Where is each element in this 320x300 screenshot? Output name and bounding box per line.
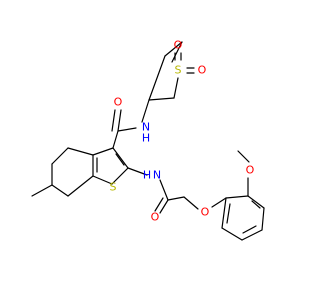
bond [164, 41, 183, 57]
double-bond [251, 200, 261, 209]
chemical-structure-diagram: S O O N H O N H S O O O [31, 39, 265, 241]
bond [112, 147, 129, 169]
atom-label-h-acetamide: H [143, 169, 151, 182]
bond [31, 184, 53, 197]
bond [92, 147, 114, 156]
atom-label-s-thiophene: S [110, 181, 117, 194]
atom-label-o-carboxamide: O [114, 96, 123, 109]
bond [51, 184, 69, 197]
bond [211, 197, 227, 208]
bond [241, 229, 263, 241]
bond [112, 130, 119, 149]
double-bond [111, 109, 116, 132]
bond [92, 175, 113, 185]
double-bond [117, 109, 122, 132]
double-bond [115, 153, 125, 166]
bond [117, 127, 137, 132]
bond [221, 227, 243, 241]
bond [221, 197, 227, 229]
atom-label-o-ether: O [201, 206, 210, 219]
double-bond [159, 199, 169, 214]
atom-label-n-acetamide: N [153, 169, 161, 182]
atom-label-s-sulfone: S [175, 64, 182, 77]
bond [141, 99, 150, 123]
bond [247, 195, 265, 209]
bond [159, 179, 169, 201]
atom-label-o-sulfone-top: O [174, 39, 183, 52]
bond [183, 196, 199, 210]
bond [261, 207, 265, 231]
bond [171, 41, 183, 63]
atom-label-o-sulfone-right: O [198, 64, 207, 77]
atom-label-h-amide: H [142, 132, 150, 145]
bond [67, 175, 94, 197]
atom-label-o-acetamide: O [151, 211, 160, 224]
bond [237, 150, 250, 163]
bond [148, 97, 175, 101]
double-bond [242, 225, 257, 234]
bond-layer [31, 41, 265, 241]
bond [167, 196, 185, 201]
double-bond [154, 197, 164, 212]
atom-label-n-amide: N [142, 121, 150, 134]
bond [173, 77, 179, 99]
atom-label-o-methoxy: O [246, 164, 255, 177]
bond [148, 55, 166, 101]
bond [51, 147, 69, 165]
bond [225, 195, 249, 199]
bond [127, 167, 148, 176]
bond [111, 167, 129, 185]
bond [67, 147, 94, 156]
atom-label-layer: S O O N H O N H S O O O [110, 39, 255, 224]
double-bond [226, 203, 231, 224]
